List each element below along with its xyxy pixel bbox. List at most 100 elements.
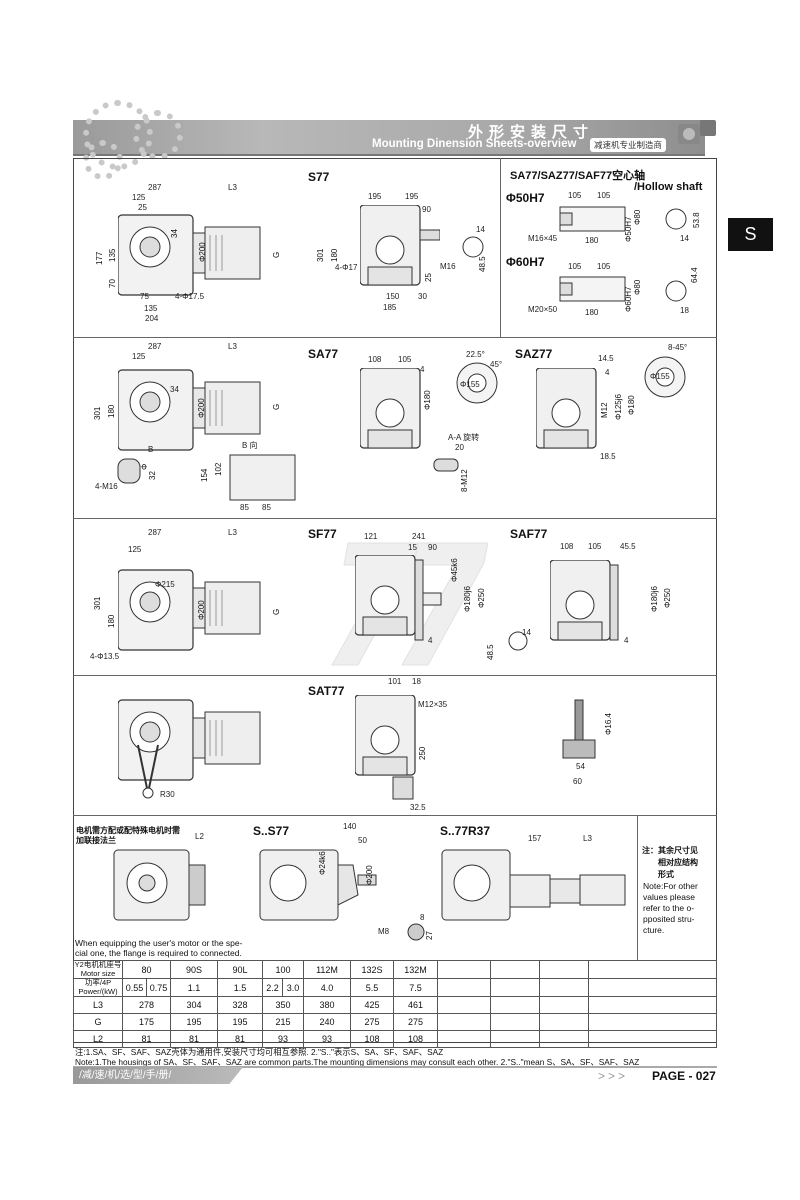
dim-label: 34 <box>170 229 179 238</box>
cell <box>490 960 540 979</box>
cell: 112M <box>303 960 351 979</box>
dim-label: 180 <box>330 248 339 262</box>
cell: 328 <box>217 996 263 1014</box>
dim-label: Φ180 <box>627 395 636 415</box>
dim-label: Φ250 <box>477 588 486 608</box>
side-note-en-line: values please <box>643 892 695 902</box>
cell: 108 <box>393 1030 438 1048</box>
dim-label: 4 <box>605 368 610 377</box>
cell <box>588 1030 717 1048</box>
dim-label: 180 <box>107 614 116 628</box>
dim-label: 101 <box>388 677 402 686</box>
dim-label: 14 <box>680 234 689 243</box>
dim-label: 102 <box>214 462 223 476</box>
dim-label: Φ24k6 <box>318 851 327 875</box>
gear-decoration-icon <box>83 140 123 180</box>
cell: 175 <box>122 1013 171 1031</box>
dim-label: 287 <box>148 342 162 351</box>
flange-note-cn-1: 电机需方配或配特殊电机时需 <box>76 826 180 835</box>
side-note-cn-1: 注：其余尺寸见 <box>642 846 698 855</box>
divider <box>637 815 638 960</box>
drawing-title-saz77: SAZ77 <box>515 347 553 361</box>
dim-label: 121 <box>364 532 378 541</box>
dim-label: 125 <box>132 352 146 361</box>
dim-label: Φ250 <box>663 588 672 608</box>
flange-note-en: When equipping the user's motor or the s… <box>75 938 242 958</box>
side-note-en-line: pposited stru- <box>643 914 695 924</box>
dim-label: 287 <box>148 528 162 537</box>
dim-label: 157 <box>528 834 542 843</box>
dim-label: 301 <box>93 596 102 610</box>
dim-label: M16 <box>440 262 456 271</box>
side-note-cn-2: 相对应结构 <box>658 858 698 867</box>
dim-label: 195 <box>405 192 419 201</box>
sa77-side-drawing <box>360 368 421 449</box>
divider <box>73 675 717 676</box>
footer-book-title: /减/速/机/选/型/手/册/ <box>73 1067 243 1084</box>
dim-label: 18 <box>680 306 689 315</box>
dim-label: 105 <box>597 262 611 271</box>
dim-label: 105 <box>588 542 602 551</box>
saf77-side-drawing <box>550 560 619 641</box>
saz77-side-drawing <box>536 368 597 449</box>
dim-label: 8-45° <box>668 343 688 352</box>
cell <box>588 978 717 997</box>
drawing-title-s77: S77 <box>308 170 330 184</box>
gear-decoration-icon <box>133 110 183 160</box>
s-s77-drawing <box>259 849 377 921</box>
footer-rule <box>73 1066 717 1068</box>
cell: 215 <box>262 1013 304 1031</box>
divider <box>500 158 501 337</box>
cell: 278 <box>122 996 171 1014</box>
side-note-en: Note:For other values please refer to th… <box>643 881 698 936</box>
cell: 0.75 <box>146 978 171 997</box>
dim-label: L3 <box>228 183 237 192</box>
dim-label: 105 <box>398 355 412 364</box>
cell: 81 <box>217 1030 263 1048</box>
table-row-l2: L2 81 81 81 93 93 108 108 <box>73 1030 717 1048</box>
flange-note-en-line: cial one, the flange is required to conn… <box>75 948 242 958</box>
dim-label: L3 <box>228 528 237 537</box>
cell: 93 <box>303 1030 351 1048</box>
table-row-power: 功率/4P Power/(kW) 0.55 0.75 1.1 1.5 2.2 3… <box>73 978 717 997</box>
cell <box>490 1013 540 1031</box>
flange-note-en-line: When equipping the user's motor or the s… <box>75 938 243 948</box>
section-tab-s[interactable]: S <box>728 218 773 251</box>
drawing-title-s-s77: S..S77 <box>253 824 290 838</box>
dim-label: 60 <box>573 777 582 786</box>
cell: 304 <box>170 996 218 1014</box>
header-title-en: Mounting Dinension Sheets-overview <box>372 138 577 150</box>
cell: 93 <box>262 1030 304 1048</box>
drawing-title-sa77: SA77 <box>308 347 339 361</box>
dim-label: Φ80 <box>633 279 642 295</box>
dim-label: Φ <box>140 463 149 470</box>
header-motor-size: Y2电机机座号 Motor size <box>73 960 123 979</box>
dim-label: 301 <box>316 248 325 262</box>
cell: 0.55 <box>122 978 147 997</box>
s77-side-drawing <box>360 205 440 286</box>
cell <box>490 996 540 1014</box>
dim-label: 154 <box>200 468 209 482</box>
dim-label: 75 <box>140 292 149 301</box>
cell <box>588 996 717 1014</box>
page-number: PAGE - 027 <box>652 1069 716 1083</box>
s-77r37-drawing <box>441 849 626 921</box>
dim-label: 241 <box>412 532 426 541</box>
dim-label: Φ200 <box>198 242 207 262</box>
side-note-cn-3: 形式 <box>658 870 674 879</box>
dim-label: 105 <box>597 191 611 200</box>
dim-label: 204 <box>145 314 159 323</box>
dim-label: 54 <box>576 762 585 771</box>
cell: 5.5 <box>350 978 394 997</box>
dim-label: 4-Φ17 <box>335 263 358 272</box>
dim-label: M20×50 <box>528 305 558 314</box>
cell: 3.0 <box>282 978 304 997</box>
header-power: 功率/4P Power/(kW) <box>73 978 123 997</box>
dim-label: 45° <box>490 360 503 369</box>
dim-label: M16×45 <box>528 234 558 243</box>
dim-label: 32 <box>148 471 157 480</box>
hollow-60h7-label: Φ60H7 <box>506 255 545 269</box>
table-row-g: G 175 195 195 215 240 275 275 <box>73 1013 717 1031</box>
dim-label: Φ50H7 <box>624 216 633 242</box>
cell: 1.1 <box>170 978 218 997</box>
